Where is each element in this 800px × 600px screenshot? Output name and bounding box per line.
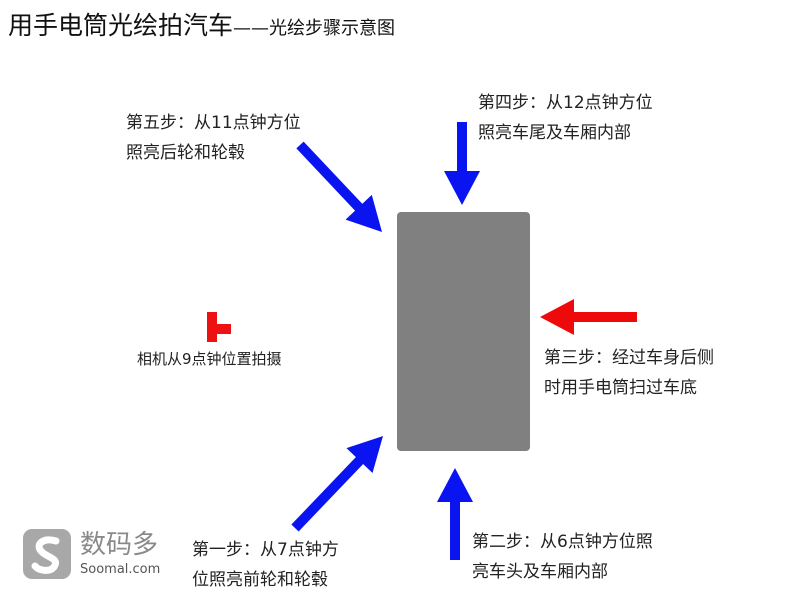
step3-label: 第三步：经过车身后侧 时用手电筒扫过车底	[544, 343, 714, 403]
arrow-step1-head	[346, 436, 383, 474]
step2-line1: 第二步：从6点钟方位照	[472, 532, 653, 552]
step1-label: 第一步：从7点钟方 位照亮前轮和轮毂	[192, 535, 339, 595]
title-main: 用手电筒光绘拍汽车	[8, 11, 234, 40]
camera-icon	[207, 312, 231, 342]
arrow-step4-head	[444, 171, 480, 205]
step1-line1: 第一步：从7点钟方	[192, 540, 339, 560]
step4-line1: 第四步：从12点钟方位	[478, 93, 653, 113]
step3-line2: 时用手电筒扫过车底	[544, 378, 697, 398]
step2-line2: 亮车头及车厢内部	[472, 562, 608, 582]
step5-line2: 照亮后轮和轮毂	[126, 143, 245, 163]
step5-label: 第五步：从11点钟方位 照亮后轮和轮毂	[126, 108, 301, 168]
arrow-step1	[291, 455, 365, 532]
arrow-step2-head	[437, 468, 473, 502]
logo-domain: Soomal.com	[80, 562, 161, 577]
step4-label: 第四步：从12点钟方位 照亮车尾及车厢内部	[478, 88, 653, 148]
title-sub: ——光绘步骤示意图	[233, 18, 396, 39]
camera-label: 相机从9点钟位置拍摄	[137, 350, 282, 368]
soomal-logo-icon	[23, 529, 71, 579]
camera-icon-lens	[207, 324, 231, 334]
arrow-step5-head	[345, 194, 382, 232]
step4-line2: 照亮车尾及车厢内部	[478, 123, 631, 143]
logo-name: 数码多	[80, 530, 159, 560]
arrow-step5	[296, 141, 364, 213]
car-body	[397, 212, 530, 451]
step1-line2: 位照亮前轮和轮毂	[192, 570, 328, 590]
step3-line1: 第三步：经过车身后侧	[544, 348, 714, 368]
step2-label: 第二步：从6点钟方位照 亮车头及车厢内部	[472, 527, 653, 587]
diagram-title: 用手电筒光绘拍汽车——光绘步骤示意图	[8, 10, 395, 45]
step5-line1: 第五步：从11点钟方位	[126, 113, 301, 133]
arrow-step3-head	[540, 299, 574, 335]
